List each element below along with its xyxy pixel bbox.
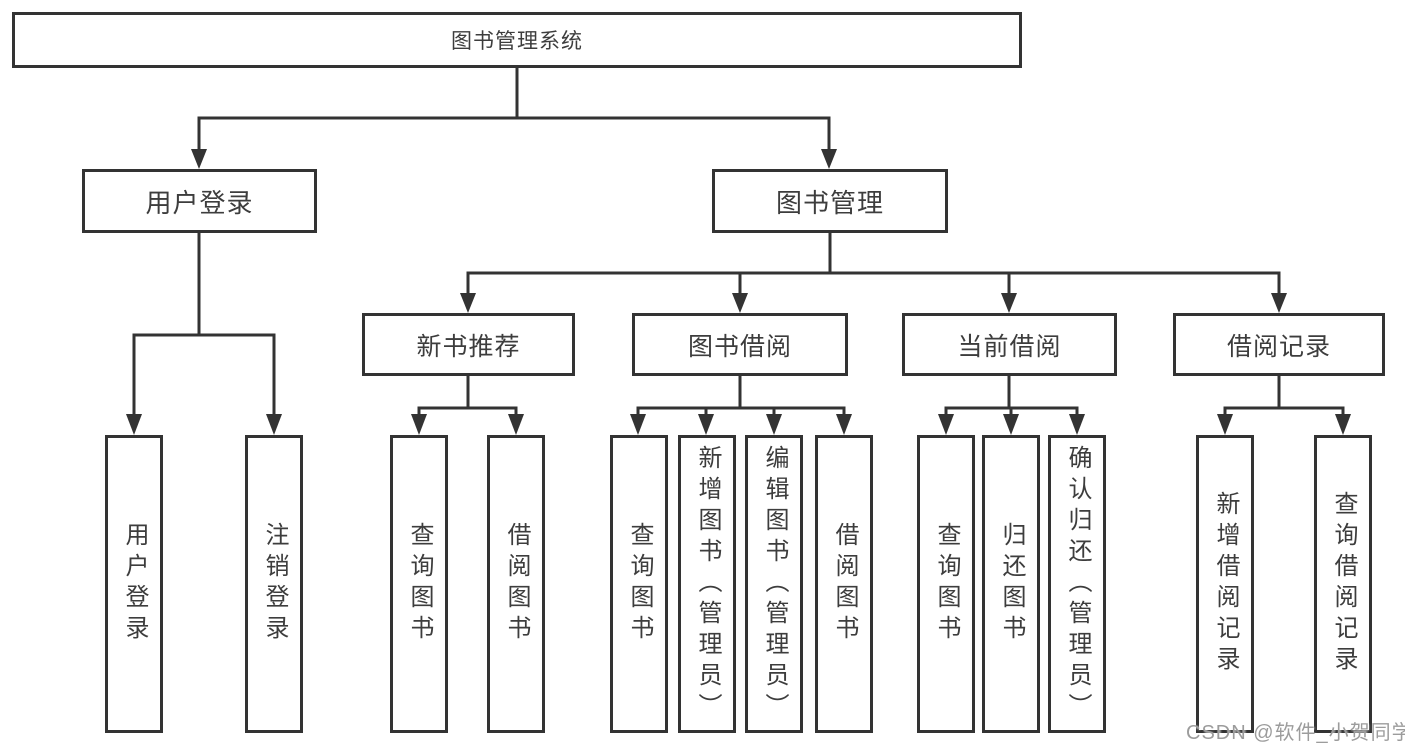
leaf-borrow-borrow-book: 借阅图书 <box>815 435 873 733</box>
leaf-current-return-book: 归还图书 <box>982 435 1040 733</box>
arrowhead <box>508 414 524 435</box>
node-current-borrow: 当前借阅 <box>902 313 1117 376</box>
node-borrow-record: 借阅记录 <box>1173 313 1385 376</box>
arrowhead <box>630 414 646 435</box>
arrowhead <box>732 293 748 313</box>
arrowheads <box>126 149 1351 435</box>
node-label: 图书借阅 <box>687 332 792 361</box>
node-label: 查询图书 <box>406 522 433 646</box>
node-book-borrow: 图书借阅 <box>632 313 848 376</box>
node-label: 新增借阅记录 <box>1212 491 1239 677</box>
leaf-record-query-borrow-record: 查询借阅记录 <box>1314 435 1372 733</box>
node-label: 借阅图书 <box>831 522 858 646</box>
node-label: 归还图书 <box>998 522 1025 646</box>
leaf-user-login: 用户登录 <box>105 435 163 733</box>
edge-bookmgmt-to-level3 <box>466 232 1281 295</box>
node-label: 注销登录 <box>261 522 288 646</box>
node-label: 用户登录 <box>121 522 148 646</box>
arrowhead <box>1001 293 1017 313</box>
arrowhead <box>411 414 427 435</box>
node-label: 新增图书（管理员） <box>694 444 721 724</box>
connector-paths <box>132 67 1345 417</box>
node-label: 用户登录 <box>145 187 254 218</box>
leaf-borrow-query-book: 查询图书 <box>610 435 668 733</box>
arrowhead <box>821 149 837 169</box>
arrowhead <box>191 149 207 169</box>
leaf-current-query-book: 查询图书 <box>917 435 975 733</box>
leaf-borrow-add-book-admin: 新增图书（管理员） <box>678 435 736 733</box>
arrowhead <box>1003 414 1019 435</box>
arrowhead <box>1271 293 1287 313</box>
arrowhead <box>1217 414 1233 435</box>
edge-bookborrow-to-leaves <box>636 375 846 417</box>
leaf-logout: 注销登录 <box>245 435 303 733</box>
node-label: 新书推荐 <box>416 332 521 361</box>
edge-root-to-level2 <box>197 67 831 151</box>
arrowhead <box>1069 414 1085 435</box>
arrowhead <box>460 293 476 313</box>
node-new-book-recommend: 新书推荐 <box>362 313 575 376</box>
arrowhead <box>766 414 782 435</box>
edge-newbook-to-leaves <box>417 375 518 417</box>
arrowhead <box>698 414 714 435</box>
leaf-record-add-borrow-record: 新增借阅记录 <box>1196 435 1254 733</box>
node-label: 查询图书 <box>626 522 653 646</box>
node-user-login: 用户登录 <box>82 169 317 233</box>
node-label: 查询借阅记录 <box>1330 491 1357 677</box>
node-label: 当前借阅 <box>957 332 1062 361</box>
arrowhead <box>126 414 142 435</box>
leaf-newbook-borrow-book: 借阅图书 <box>487 435 545 733</box>
arrowhead <box>836 414 852 435</box>
edge-record-to-leaves <box>1223 375 1345 417</box>
csdn-watermark: CSDN @软件_小贺同学 <box>1186 722 1405 744</box>
node-label: 确认归还（管理员） <box>1064 444 1091 724</box>
leaf-borrow-edit-book-admin: 编辑图书（管理员） <box>745 435 803 733</box>
node-label: 图书管理 <box>775 187 884 218</box>
node-label: 图书管理系统 <box>451 30 583 53</box>
node-label: 借阅记录 <box>1226 332 1331 361</box>
node-label: 借阅图书 <box>503 522 530 646</box>
node-label: 编辑图书（管理员） <box>761 444 788 724</box>
arrowhead <box>938 414 954 435</box>
edge-userlogin-to-leaves <box>132 232 276 417</box>
arrowhead <box>1335 414 1351 435</box>
node-book-management: 图书管理 <box>712 169 948 233</box>
edge-current-to-leaves <box>944 375 1079 417</box>
leaf-newbook-query-book: 查询图书 <box>390 435 448 733</box>
leaf-current-confirm-return-admin: 确认归还（管理员） <box>1048 435 1106 733</box>
arrowhead <box>266 414 282 435</box>
node-library-management-system: 图书管理系统 <box>12 12 1022 68</box>
node-label: 查询图书 <box>933 522 960 646</box>
